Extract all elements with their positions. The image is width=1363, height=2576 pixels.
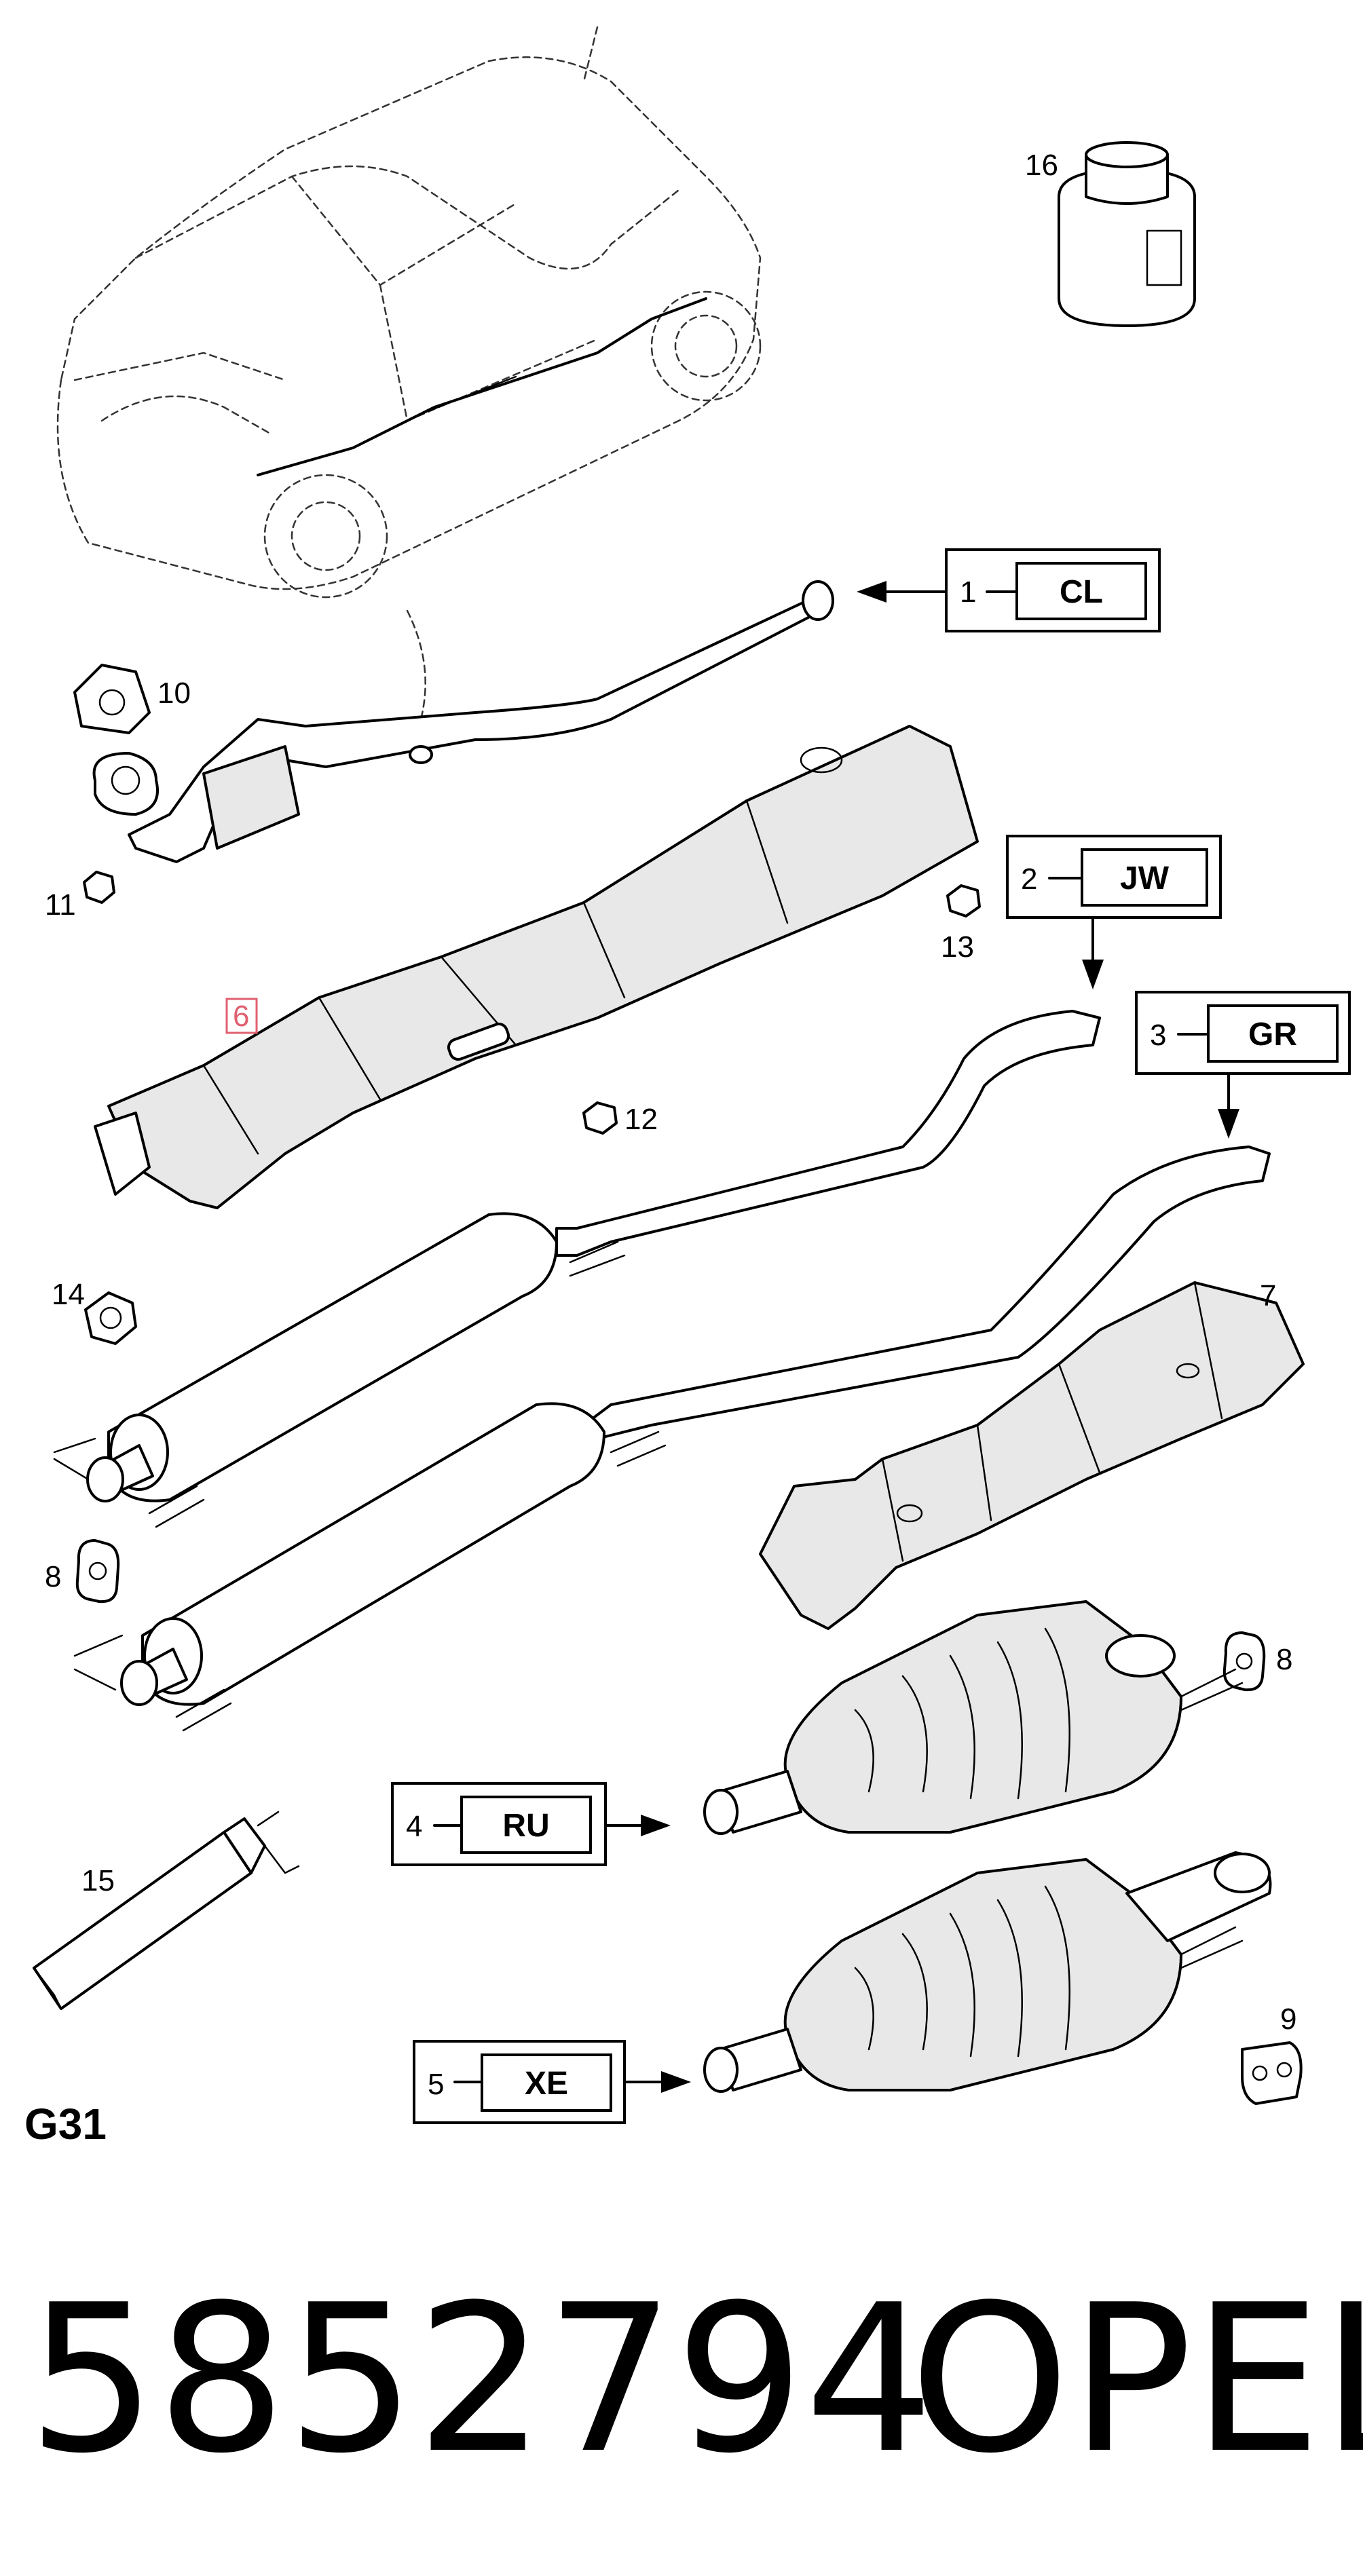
part-number: 5852794 — [27, 2261, 934, 2498]
bottle-part-16 — [1058, 141, 1196, 327]
rear-muffler-upper — [703, 1600, 1244, 1835]
centre-muffler-lower — [73, 1145, 1271, 1732]
label-8-right: 8 — [1276, 1643, 1292, 1676]
label-6-box — [225, 998, 258, 1034]
rubber-mount-part-8-left — [75, 1539, 120, 1604]
label-13: 13 — [941, 930, 974, 964]
clamp-part-14 — [84, 1291, 137, 1345]
label-15: 15 — [81, 1864, 115, 1897]
label-7: 7 — [1260, 1279, 1276, 1312]
nut-part-11 — [83, 871, 115, 904]
label-8-left: 8 — [45, 1560, 61, 1593]
svg-text:GR: GR — [1248, 1017, 1297, 1053]
heat-shield-part-6 — [94, 725, 979, 1209]
svg-text:XE: XE — [525, 2066, 568, 2102]
brand-name: OPEL — [910, 2261, 1363, 2498]
svg-text:5: 5 — [428, 2068, 444, 2101]
svg-text:JW: JW — [1120, 860, 1170, 896]
svg-text:CL: CL — [1060, 574, 1103, 610]
label-11: 11 — [45, 888, 76, 922]
label-6: 6 — [233, 1000, 249, 1033]
sheet-code: G31 — [24, 2100, 107, 2148]
svg-text:RU: RU — [502, 1808, 549, 1844]
front-pipe-catalyst — [92, 580, 834, 863]
svg-text:2: 2 — [1021, 863, 1037, 896]
rear-muffler-lower — [703, 1851, 1272, 2093]
label-16: 16 — [1025, 149, 1058, 182]
paste-tube-part-15 — [33, 1811, 300, 2010]
label-9: 9 — [1280, 2003, 1296, 2036]
callout-4: 4 RU — [391, 1782, 671, 1866]
svg-text:3: 3 — [1150, 1019, 1166, 1052]
flange-part-10 — [73, 664, 151, 734]
nut-part-12 — [582, 1101, 618, 1135]
centre-muffler-upper — [53, 1010, 1101, 1528]
rubber-mount-part-8-right — [1222, 1631, 1266, 1692]
callout-2: 2 JW — [1006, 835, 1222, 989]
nut-part-13 — [946, 884, 981, 917]
callout-3: 3 GR — [1135, 991, 1351, 1139]
svg-text:1: 1 — [960, 575, 976, 609]
svg-text:4: 4 — [406, 1810, 422, 1843]
callout-5: 5 XE — [413, 2040, 691, 2124]
label-12: 12 — [624, 1103, 658, 1136]
car-illustration — [56, 26, 762, 721]
callout-1: 1 CL — [857, 548, 1161, 632]
label-10: 10 — [157, 677, 191, 710]
rubber-mount-part-9 — [1241, 2041, 1303, 2105]
heat-shield-part-7 — [759, 1281, 1305, 1630]
label-14: 14 — [52, 1278, 85, 1311]
